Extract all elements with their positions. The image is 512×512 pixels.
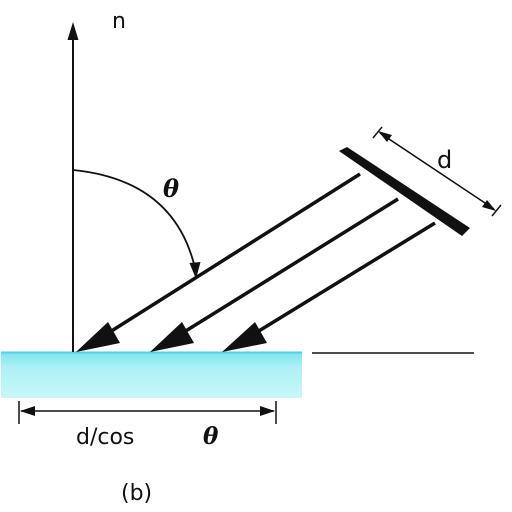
source-plate	[339, 147, 470, 236]
beam-source	[339, 147, 470, 236]
beam-width-arrow-top	[378, 131, 392, 142]
incident-rays	[76, 172, 436, 352]
ray-2-arrowhead	[150, 322, 194, 352]
normal-arrowhead	[67, 22, 79, 40]
angle-label: θ	[163, 174, 179, 203]
ray-1	[101, 172, 361, 339]
surface-width-dimension: d/cos θ	[18, 401, 277, 450]
angle-indicator: θ	[72, 169, 201, 279]
normal-vector: n	[67, 9, 126, 352]
surface-width-label: d/cos	[76, 425, 134, 450]
beam-width-label: d	[437, 146, 452, 174]
surface-width-arrow-right	[260, 406, 275, 416]
beam-width-arrow-bottom	[482, 200, 496, 211]
angle-arc-arrowhead	[189, 262, 201, 279]
surface-width-angle-label: θ	[203, 423, 219, 450]
normal-label: n	[112, 9, 126, 34]
surface-width-arrow-left	[20, 406, 35, 416]
surface	[1, 351, 474, 398]
angle-arc	[72, 169, 196, 269]
beam-width-line	[379, 132, 495, 210]
beam-width-tick-bottom	[491, 204, 502, 217]
surface-slab	[1, 352, 302, 398]
ray-1-arrowhead	[76, 322, 120, 352]
beam-width-dimension: d	[372, 126, 502, 217]
ray-3-arrowhead	[222, 322, 267, 352]
panel-label: (b)	[121, 481, 152, 506]
ray-2	[175, 197, 399, 339]
ray-3	[248, 221, 436, 339]
beam-width-tick-top	[372, 126, 383, 139]
